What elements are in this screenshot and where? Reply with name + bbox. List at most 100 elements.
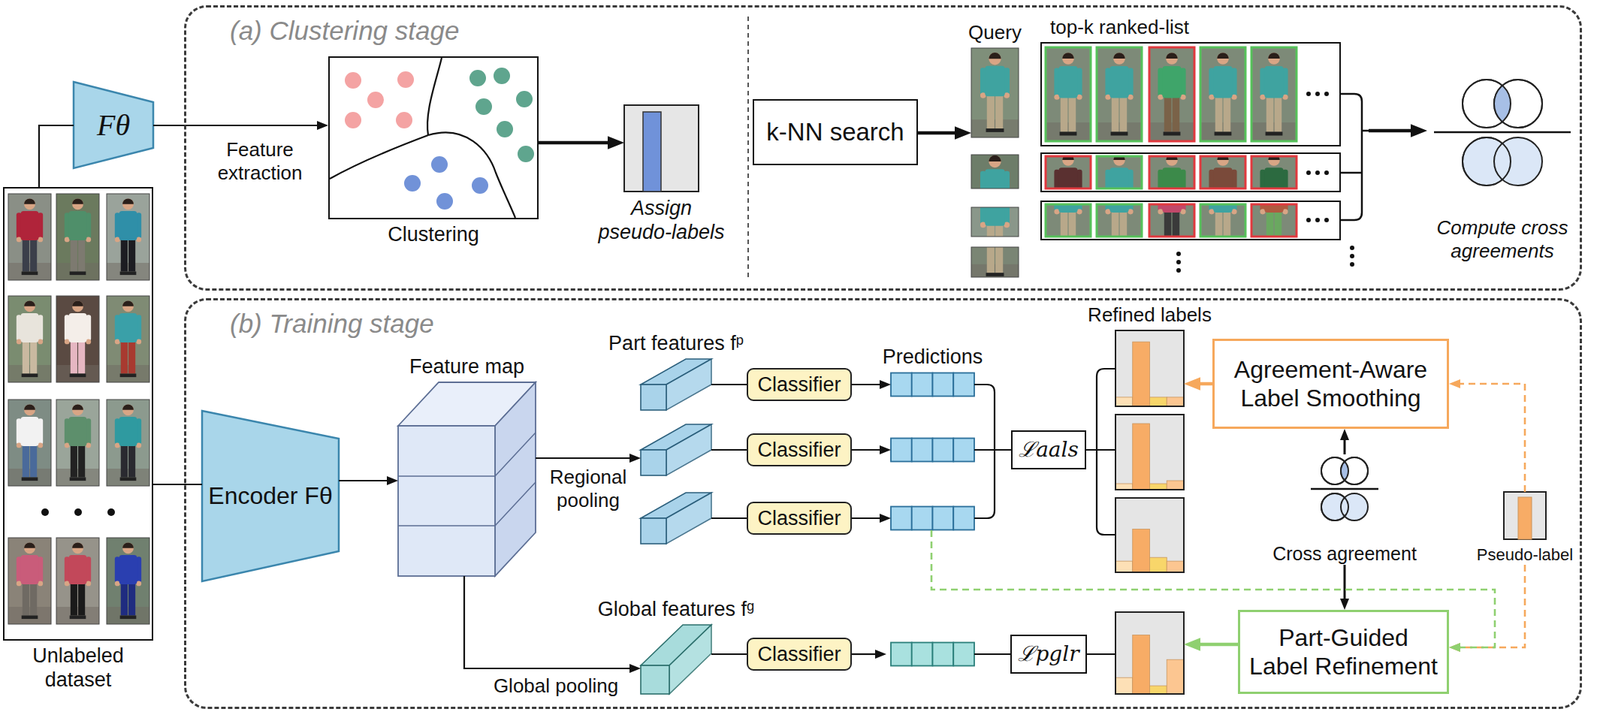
person-shoe bbox=[69, 615, 87, 620]
person-leg bbox=[22, 341, 30, 375]
connector bbox=[974, 449, 1012, 451]
cluster-point bbox=[404, 175, 421, 192]
person-thumbnail bbox=[106, 295, 150, 387]
person-torso bbox=[119, 313, 138, 343]
stage-divider bbox=[747, 16, 749, 280]
person-thumbnail bbox=[56, 295, 100, 387]
label-bar bbox=[1166, 561, 1184, 573]
label-bar bbox=[1115, 677, 1133, 695]
connector bbox=[711, 383, 747, 386]
person-head bbox=[988, 52, 1001, 65]
encoder-trapezoid-shape bbox=[202, 410, 339, 582]
person-thumbnail bbox=[106, 399, 150, 491]
person-leg bbox=[70, 341, 78, 375]
text-slot: Part-Guided Label Refinement bbox=[1240, 612, 1447, 692]
label-chart-frame bbox=[624, 105, 699, 192]
ellipsis-dot bbox=[1315, 217, 1320, 223]
person-head bbox=[24, 198, 36, 210]
person-hair bbox=[72, 198, 84, 204]
person-shoe bbox=[1214, 132, 1232, 136]
set-circle bbox=[1494, 79, 1543, 128]
person-hair bbox=[24, 404, 36, 410]
stage-title: (b) Training stage bbox=[229, 307, 435, 340]
text-slot: ℒpglr bbox=[1011, 636, 1085, 673]
process-label: k-NN search bbox=[766, 117, 904, 148]
person-leg bbox=[30, 444, 37, 478]
person-leg bbox=[987, 94, 995, 129]
person-shoe bbox=[21, 615, 39, 620]
photo-ground bbox=[8, 365, 52, 383]
wire bbox=[974, 653, 1016, 656]
person-hair bbox=[72, 404, 84, 410]
photo-frame bbox=[56, 399, 100, 487]
label-chart-frame bbox=[1115, 612, 1184, 695]
connector bbox=[1343, 440, 1347, 455]
text-slot: Query bbox=[968, 21, 1022, 49]
cuboid-side bbox=[666, 492, 712, 544]
photo-frame bbox=[1200, 156, 1246, 189]
ellipsis-dot bbox=[1306, 217, 1311, 223]
person-torso bbox=[1213, 204, 1232, 213]
cluster-point bbox=[344, 72, 362, 89]
person-leg bbox=[70, 582, 78, 616]
cuboid-front bbox=[640, 449, 667, 476]
photo-ground bbox=[8, 606, 52, 625]
person-thumbnail bbox=[8, 537, 52, 629]
photo-frame bbox=[1200, 204, 1246, 237]
set-intersection bbox=[1494, 79, 1543, 128]
person-leg bbox=[1172, 211, 1181, 237]
label-bar bbox=[1115, 483, 1133, 490]
step-label: Assign pseudo-labels bbox=[591, 196, 731, 245]
person-leg bbox=[1172, 96, 1181, 133]
global-feature-cuboid: Global features fᵍ bbox=[640, 624, 712, 695]
classifier-label: Classifier bbox=[757, 372, 841, 397]
person-torso bbox=[69, 313, 88, 343]
photo-ground bbox=[1149, 122, 1195, 142]
text-slot: (a) Clustering stage bbox=[229, 15, 459, 47]
ellipsis-dot bbox=[1306, 91, 1311, 97]
person-leg bbox=[995, 247, 1003, 273]
feature-cuboid bbox=[640, 424, 712, 476]
connector bbox=[153, 124, 317, 127]
wire bbox=[1096, 449, 1116, 535]
text-slot: Global features fᵍ bbox=[597, 597, 755, 625]
person-leg bbox=[1215, 211, 1223, 237]
photo-frame bbox=[8, 295, 52, 383]
cuboid-side bbox=[666, 424, 712, 476]
text-slot: Assign pseudo-labels bbox=[591, 191, 731, 245]
person-thumbnail bbox=[56, 193, 100, 285]
photo-frame bbox=[1149, 156, 1195, 189]
connector bbox=[338, 480, 387, 482]
agreement-symbol: Cross agreement bbox=[1269, 454, 1420, 565]
person-thumbnail bbox=[8, 399, 52, 491]
person-head bbox=[24, 404, 36, 416]
person-hair bbox=[24, 300, 36, 306]
photo-ground bbox=[1251, 122, 1297, 142]
fraction-bar bbox=[1433, 131, 1571, 134]
person-head bbox=[988, 155, 1001, 168]
text-slot: top-k ranked-list bbox=[1050, 15, 1190, 43]
cluster-point bbox=[493, 67, 511, 85]
set-circle bbox=[1321, 493, 1349, 521]
set-circle bbox=[1462, 137, 1511, 186]
vector-cell bbox=[890, 373, 912, 397]
photo-ground bbox=[971, 119, 1019, 138]
connector bbox=[851, 449, 880, 451]
person-torso bbox=[1109, 204, 1129, 213]
person-shoe bbox=[986, 128, 1005, 133]
connector bbox=[851, 383, 880, 386]
person-torso bbox=[1058, 204, 1078, 213]
photo-ground bbox=[8, 468, 52, 487]
person-leg bbox=[1223, 211, 1232, 237]
person-hair bbox=[122, 300, 134, 306]
label-bar bbox=[1150, 557, 1168, 573]
photo-ground bbox=[106, 262, 150, 281]
edge-label-slot: Global pooling bbox=[473, 674, 639, 698]
text-slot: Compute cross agreements bbox=[1424, 216, 1581, 263]
text-slot: Fθ bbox=[73, 81, 154, 169]
connector bbox=[711, 449, 747, 451]
ellipsis-dot bbox=[1349, 262, 1355, 267]
person-thumbnail bbox=[1200, 168, 1246, 260]
prediction-vector bbox=[890, 438, 975, 462]
cuboid-front bbox=[640, 665, 670, 695]
